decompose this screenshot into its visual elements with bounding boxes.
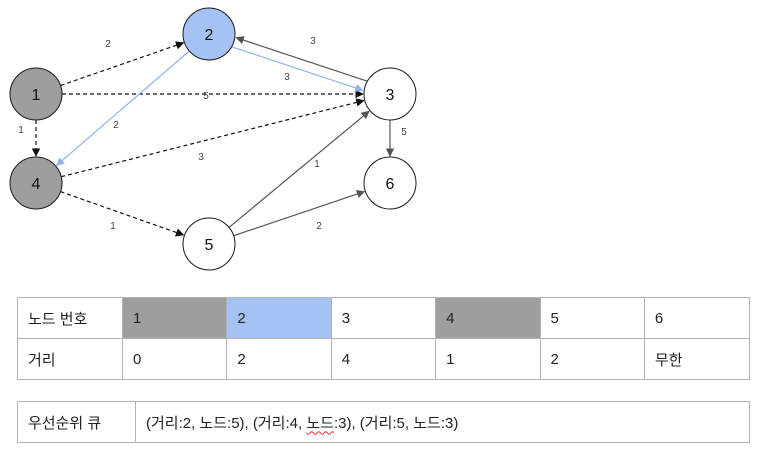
priority-queue-contents: (거리:2, 노드:5), (거리:4, 노드:3), (거리:5, 노드:3) xyxy=(135,401,750,443)
edge-weight-label-3-2: 3 xyxy=(284,72,290,83)
edge-weight-label-3-6: 5 xyxy=(401,127,407,138)
distance-cell-4: 1 xyxy=(435,338,541,380)
edge-2-4 xyxy=(55,50,190,166)
node-circle-1 xyxy=(9,67,63,121)
node-label-1: 1 xyxy=(32,87,41,104)
distance-row: 거리 0 2 4 1 2 무한 xyxy=(16,338,751,380)
distance-cell-2: 2 xyxy=(226,338,332,380)
node-circle-3 xyxy=(363,67,417,121)
node-number-header: 노드 번호 xyxy=(16,297,124,339)
node-circle-4 xyxy=(9,156,63,210)
edge-weight-label-2-3: 3 xyxy=(310,36,316,47)
queue-entry-1: (거리:2, 노드:5), xyxy=(146,414,253,432)
edge-1-2 xyxy=(60,41,185,87)
edge-weight-label-5-3: 1 xyxy=(314,159,320,170)
graph-diagram: 2 5 1 3 3 2 3 1 1 5 2 1 2 3 4 5 6 xyxy=(9,7,417,271)
edge-weight-label-2-4: 2 xyxy=(113,120,119,131)
node-circle-2 xyxy=(182,7,236,61)
node-label-6: 6 xyxy=(386,176,395,193)
node-cell-6: 6 xyxy=(643,297,751,339)
edge-weight-label-4-3: 3 xyxy=(198,152,204,163)
distance-cell-3: 4 xyxy=(330,338,437,380)
edge-weight-label-1-3: 5 xyxy=(203,91,209,102)
node-number-row: 노드 번호 1 2 3 4 5 6 xyxy=(16,297,751,339)
edge-5-6 xyxy=(233,190,366,237)
node-cell-2: 2 xyxy=(226,297,332,339)
edge-4-5 xyxy=(60,191,185,237)
priority-queue-table: 우선순위 큐 (거리:2, 노드:5), (거리:4, 노드:3), (거리:5… xyxy=(17,401,750,443)
spellcheck-underline-word: 노드 xyxy=(306,414,334,432)
edge-weight-label-4-5: 1 xyxy=(110,221,116,232)
priority-queue-label: 우선순위 큐 xyxy=(17,401,136,443)
node-label-5: 5 xyxy=(205,237,214,254)
queue-entry-2: (거리:4, 노드:3), xyxy=(252,414,360,432)
edge-4-3 xyxy=(61,98,365,178)
node-cell-5: 5 xyxy=(539,297,645,339)
distance-cell-5: 2 xyxy=(539,338,645,380)
node-label-3: 3 xyxy=(386,87,395,104)
distance-cell-6: 무한 xyxy=(643,338,751,380)
distance-table: 노드 번호 1 2 3 4 5 6 거리 0 2 4 1 2 무한 xyxy=(16,297,751,380)
node-label-4: 4 xyxy=(32,176,41,193)
node-cell-4: 4 xyxy=(435,297,541,339)
edge-5-3 xyxy=(228,110,370,228)
queue-entry-3: (거리:5, 노드:3) xyxy=(359,414,459,432)
distance-cell-1: 0 xyxy=(122,338,228,380)
priority-queue-row: 우선순위 큐 (거리:2, 노드:5), (거리:4, 노드:3), (거리:5… xyxy=(17,401,750,443)
edge-weight-label-5-6: 2 xyxy=(316,221,322,232)
edge-weight-label-1-2: 2 xyxy=(105,39,111,50)
node-cell-3: 3 xyxy=(330,297,437,339)
edge-2-3 xyxy=(231,46,364,92)
node-circle-5 xyxy=(182,217,236,271)
node-label-2: 2 xyxy=(205,27,214,44)
node-circle-6 xyxy=(363,156,417,210)
node-cell-1: 1 xyxy=(122,297,228,339)
edge-weight-label-1-4: 1 xyxy=(18,125,24,136)
distance-header: 거리 xyxy=(16,338,124,380)
edge-3-2 xyxy=(235,36,368,82)
